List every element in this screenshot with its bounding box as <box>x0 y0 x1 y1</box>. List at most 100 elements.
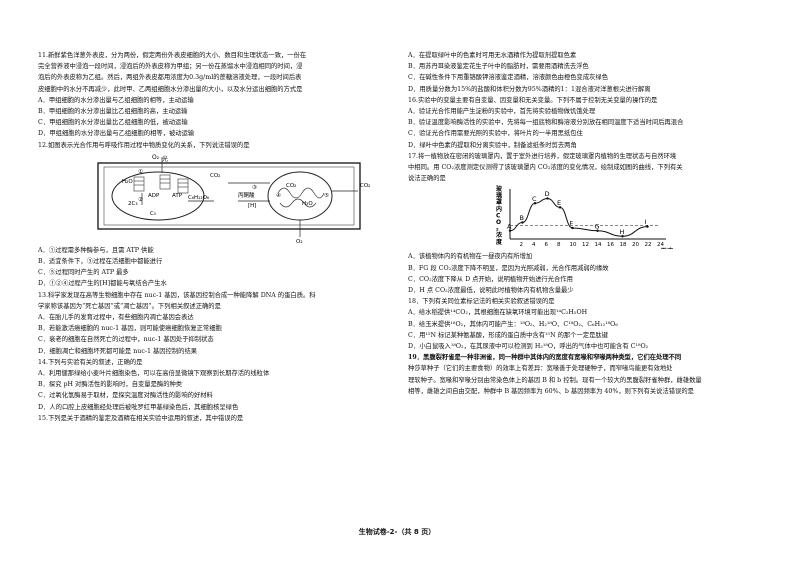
y-label-char: 玻 <box>496 185 503 193</box>
right-column: A．在提取绿叶中的色素时可用无水酒精作为提取剂提取色素 B．用苏丹Ⅲ染液鉴定花生… <box>408 50 760 397</box>
q12-option-b: B．适宜条件下，③过程在活细胞中都能进行 <box>38 258 163 266</box>
y-label-char: ₂ <box>496 226 499 233</box>
q11-stem-3: 泡后的外表皮称为乙组。然后，两组外表皮都用浓度为0.3g/ml的蔗糖溶液处理，一… <box>38 74 302 82</box>
q15-option-b: B．用苏丹Ⅲ染液鉴定花生子叶中的脂肪时，需要用酒精洗去浮色 <box>408 63 589 71</box>
x-tick-8: 8 <box>557 242 561 248</box>
point-label-I: I <box>645 219 647 227</box>
grana <box>133 174 189 194</box>
diag-adp: ADP <box>148 193 160 199</box>
diag-c5: C₅ <box>150 211 156 217</box>
x-tick-4: 4 <box>532 242 536 248</box>
q11-option-d: D．甲组细胞的水分渗出量与乙组细胞的相等，被动运输 <box>38 130 195 138</box>
q17-stem-1: 17.将一植物放在密闭的玻璃罩内，置于室外进行培养，假定玻璃罩内植物的生理状态与… <box>408 152 677 160</box>
point-label-H: H <box>620 228 625 236</box>
diagram-svg: 光 O₂ H₂O ADP ATP 2C₃ C₆H₁₂O₆ C₅ 丙酮酸 [H] … <box>97 154 370 245</box>
question-19: 19．黑腹裂籽雀是一种非洲雀，同一种群中其体内的宽度有宽喙和窄喙两种类型，它们在… <box>408 352 760 397</box>
y-label-char: 璃 <box>496 192 502 200</box>
q14-option-a: A．利用健那绿给小麦叶片细胞染色，可以在高倍显微镜下观察到长期存活的线粒体 <box>38 370 270 378</box>
photosynthesis-respiration-diagram: 光 O₂ H₂O ADP ATP 2C₃ C₆H₁₂O₆ C₅ 丙酮酸 [H] … <box>38 153 390 245</box>
q15-option-d: D．用质量分数为15%的盐酸和体积分数为95%酒精的1：1混合液对洋葱根尖进行解… <box>408 85 651 93</box>
diag-2c3: 2C₃ <box>128 201 138 207</box>
question-15-options: A．在提取绿叶中的色素时可用无水酒精作为提取剂提取色素 B．用苏丹Ⅲ染液鉴定花生… <box>408 50 760 95</box>
point-label-E: E <box>557 199 561 207</box>
question-13: 13.科学家发现在高等生物细胞中存在 nuc-1 基因，该基因控制合成一种能降解… <box>38 290 390 357</box>
y-label-char: 度 <box>496 238 503 246</box>
point-I <box>646 225 649 229</box>
x-tick-14: 14 <box>595 242 602 248</box>
q11-option-c: C．甲组细胞的水分渗出量比乙组细胞的低，被动运输 <box>38 119 188 127</box>
q17-stem-2: 中相同。用 CO₂浓度测定仪测得了该玻璃罩内 CO₂浓度的变化情况，绘制成如图的… <box>408 164 683 172</box>
cell-outline <box>97 162 361 230</box>
diag-n4: ④ <box>276 193 281 199</box>
point-A <box>508 229 512 233</box>
q18-option-a: A．给水稻提供¹⁴CO₂，其根细胞在缺氧环境可能出现¹⁴C₂H₅OH <box>408 309 588 317</box>
q18-option-b: B．给玉米提供¹⁸O₂，其体内可能产生：¹⁸O₂、H₂¹⁸O、C¹⁸O₂、C₆H… <box>408 320 618 328</box>
q18-stem: 18．下列有关同位素标记法的相关实验叙述错误的是 <box>408 298 555 306</box>
q14-option-d: D．人的口腔上皮细胞经处理后被吡罗红甲基绿染色后，其细胞核呈绿色 <box>38 403 239 411</box>
diag-atp: ATP <box>172 193 183 199</box>
diag-o2-top: O₂ <box>152 154 160 161</box>
q11-option-a: A．甲组细胞的水分渗出量与乙组细胞的相等，主动运输 <box>38 96 194 104</box>
x-tick-10: 10 <box>570 242 577 248</box>
page-footer: 生物试卷-2-（共 8 页） <box>358 528 436 536</box>
q16-option-c: C．验证光合作用需要光照的实验中，将叶片的一半用黑纸包住 <box>408 130 583 138</box>
x-tick-12: 12 <box>582 242 589 248</box>
cell-inner-outline <box>103 166 355 226</box>
q16-option-a: A．验证光合作用能产生淀粉的实验中，首先将实验植物做饥饿处理 <box>408 108 596 116</box>
q18-option-d: D．小白鼠吸入¹⁸O₂，在其尿液中可以检测到 H₂¹⁸O，呼出的气体中也可能含有… <box>408 343 649 351</box>
diag-mito-co2: CO₂ <box>286 183 296 189</box>
chloroplast <box>111 171 205 221</box>
q15-option-c: C．在碱性条件下用重铬酸钾溶液鉴定酒精，溶液颜色由橙色变成灰绿色 <box>408 74 609 82</box>
diag-n1: ① <box>138 169 143 175</box>
q17-option-b: B．FG 段 CO₂浓度下降不明显，是因为光照减弱，光合作用减弱的缘故 <box>408 264 609 272</box>
diag-light: 光 <box>162 155 168 163</box>
diag-n3: ③ <box>252 185 257 191</box>
diag-glucose: C₆H₁₂O₆ <box>188 195 210 201</box>
question-11: 11.新鲜紫色洋葱外表皮，分为两份，假定两份外表皮细胞的大小、数目和生理状态一致… <box>38 50 390 140</box>
diag-h2o-1: H₂O <box>122 179 133 185</box>
q16-option-b: B．验证温度影响酶活性的实验中，先将每一组底物和酶溶液分别放在相同温度下适当时间… <box>408 119 684 127</box>
q15-option-a: A．在提取绿叶中的色素时可用无水酒精作为提取剂提取色素 <box>408 52 577 59</box>
point-label-F: F <box>570 220 574 228</box>
point-label-A: A <box>507 223 512 231</box>
x-tick-20: 20 <box>632 242 639 248</box>
point-H <box>621 235 624 238</box>
q11-stem-4: 皮细胞中的水分不再减少，此时甲、乙两组细胞水分渗出量的大小，以及水分运出细胞的方… <box>38 85 303 93</box>
q13-stem-1: 13.科学家发现在高等生物细胞中存在 nuc-1 基因，该基因控制合成一种能降解… <box>38 291 316 299</box>
y-label-char: C <box>496 213 501 220</box>
diag-pyruvate: 丙酮酸 <box>238 191 255 199</box>
diag-o2-bottom: O₂ <box>296 239 303 243</box>
y-label-char: 内 <box>496 205 502 213</box>
q14-stem: 14.下列与实验有关的叙述，正确的是 <box>38 358 143 366</box>
q17-option-d: D．H 点 CO₂浓度最低，说明此时植物体内有机物含量最少 <box>408 287 574 295</box>
x-tick-6: 6 <box>545 242 549 248</box>
chart-svg: ABCDEFGHI24681012141618202224玻璃罩内CO₂浓度一天… <box>496 185 674 255</box>
y-label-char: O <box>496 219 501 226</box>
q16-option-d: D．绿叶中色素的提取和分离实验中，制备滤纸条时剪去两角 <box>408 141 577 149</box>
diag-co2-out: CO₂ <box>360 183 370 189</box>
q14-option-c: C．过氧化氢酶易于取材，是探究温度对酶活性的影响的好材料 <box>38 392 213 400</box>
q12-option-a: A．①过程需多种酶参与，且需 ATP 供能 <box>38 246 154 254</box>
question-14: 14.下列与实验有关的叙述，正确的是 A．利用健那绿给小麦叶片细胞染色，可以在高… <box>38 357 390 413</box>
y-label-char: 罩 <box>496 199 502 207</box>
x-label: 一天内 <box>654 246 674 249</box>
x-tick-16: 16 <box>607 242 614 248</box>
point-C <box>533 202 537 205</box>
q18-option-c: C．用¹⁵N 标记某种氨基酸，形成的蛋白质中含有¹⁵N 的那个一定是肽键 <box>408 331 608 339</box>
question-16: 16.实验中的变量主要有自变量、因变量和无关变量。下列不属于控制无关变量的操作的… <box>408 95 760 151</box>
question-15: 15.下列是关于酒精的鉴定及酒精在相关实验中运用的叙述，其中错误的是 <box>38 413 390 424</box>
q13-stem-2: 学家称该基因为“死亡基因”或“凋亡基因”。下列相关叙述正确的是 <box>38 302 221 310</box>
point-D <box>546 197 549 201</box>
x-tick-2: 2 <box>520 242 524 248</box>
q19-stem-2: 种莎草种子（它们的主要食物）的效率上有差异：宽喙善于处理硬种子，而窄喙鸟能更有效… <box>408 365 673 373</box>
x-tick-22: 22 <box>645 242 652 248</box>
q12-option-c: C．⑤过程同时产生的 ATP 最多 <box>38 269 129 277</box>
point-G <box>596 229 599 233</box>
q13-option-b: B．若能激活癌细胞的 nuc-1 基因，则可能使癌细胞恢复正常细胞 <box>38 325 222 333</box>
q16-stem: 16.实验中的变量主要有自变量、因变量和无关变量。下列不属于控制无关变量的操作的… <box>408 96 658 104</box>
q12-stem: 12.如图表示光合作用与呼吸作用过程中物质变化的关系，下列说法错误的是 <box>38 141 250 149</box>
q11-option-b: B．甲组细胞的水分渗出量比乙组细胞的高，主动运输 <box>38 108 188 116</box>
diag-co2-in: CO₂ <box>210 173 220 179</box>
q14-option-b: B．探究 pH 对酶活性的影响时，自变量是酶的种类 <box>38 381 183 389</box>
q19-stem-3: 理软种子。宽喙和窄喙分别由常染色体上的基因 B 和 b 控制。现有一个较大的黑腹… <box>408 376 702 384</box>
